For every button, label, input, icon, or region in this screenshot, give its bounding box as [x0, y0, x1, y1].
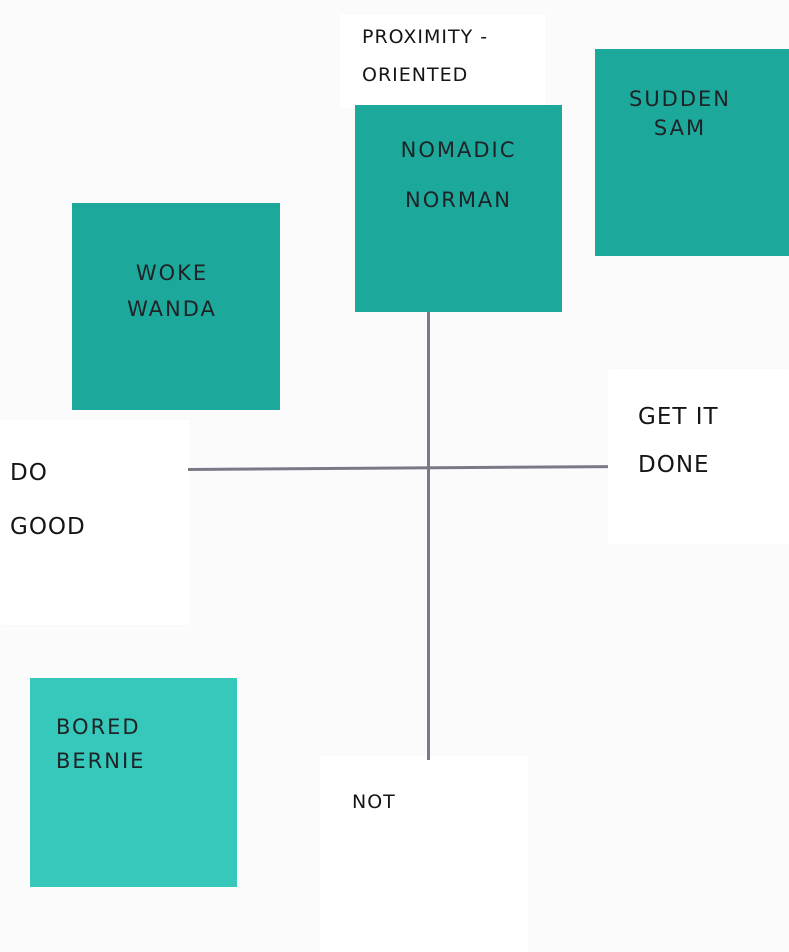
left-label-card	[0, 420, 190, 625]
vertical-axis	[427, 300, 430, 760]
note-text-woke-wanda: WOKE WANDA	[127, 261, 217, 321]
note-text-nomadic-norman: NOMADIC NORMAN	[400, 138, 517, 212]
sticky-note-bored-bernie: BORED BERNIE	[30, 678, 237, 887]
label-do-good: DO GOOD	[10, 460, 86, 540]
horizontal-axis	[187, 465, 609, 471]
sticky-note-woke-wanda: WOKE WANDA	[72, 203, 280, 410]
note-text-sudden-sam: SUDDEN SAM	[628, 87, 732, 140]
sticky-note-nomadic-norman: NOMADIC NORMAN	[355, 105, 562, 312]
sticky-note-sudden-sam: SUDDEN SAM	[595, 49, 789, 256]
note-text-bored-bernie: BORED BERNIE	[56, 715, 146, 773]
right-label-card	[608, 369, 789, 544]
label-get-it-done: GET IT DONE	[638, 404, 719, 478]
label-not: NOT	[352, 791, 396, 813]
top-label-card	[340, 14, 546, 108]
label-proximity-oriented: PROXIMITY - ORIENTED	[362, 26, 489, 86]
bottom-label-card	[320, 756, 528, 952]
